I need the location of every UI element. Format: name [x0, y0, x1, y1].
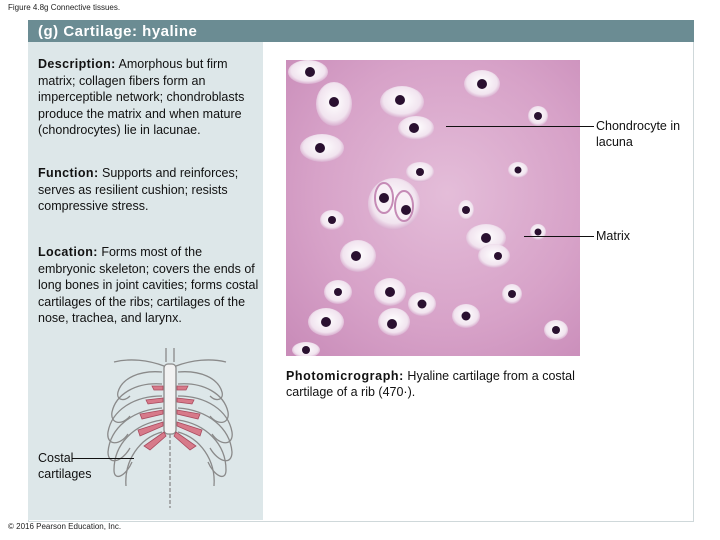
chondrocyte-leader-line	[446, 126, 594, 127]
function-text: Supports and reinforces; serves as resil…	[38, 166, 239, 213]
photomicrograph-image	[286, 60, 580, 356]
photomicrograph-caption: Photomicrograph: Hyaline cartilage from …	[286, 368, 586, 400]
chondrocyte-callout: Chondrocyte in lacuna	[596, 119, 681, 149]
panel-title-bar: (g) Cartilage: hyaline	[28, 20, 694, 42]
description-block: Description: Amorphous but firm matrix; …	[38, 56, 260, 139]
copyright-notice: © 2016 Pearson Education, Inc.	[8, 522, 122, 531]
description-label: Description:	[38, 57, 116, 71]
photomicrograph	[286, 60, 580, 356]
location-label: Location:	[38, 245, 98, 259]
photomicrograph-caption-text: Hyaline cartilage from a costal cartilag…	[286, 369, 575, 399]
description-text: Amorphous but firm matrix; collagen fibe…	[38, 57, 245, 137]
ribcage-illustration	[100, 342, 240, 510]
lacunae-cells	[288, 60, 568, 356]
figure-caption: Figure 4.8g Connective tissues.	[8, 3, 121, 12]
panel-title: (g) Cartilage: hyaline	[38, 23, 198, 40]
function-label: Function:	[38, 166, 99, 180]
function-block: Function: Supports and reinforces; serve…	[38, 165, 260, 215]
matrix-leader-line	[524, 236, 594, 237]
location-block: Location: Forms most of the embryonic sk…	[38, 244, 260, 327]
location-text: Forms most of the embryonic skeleton; co…	[38, 245, 259, 325]
photomicrograph-caption-label: Photomicrograph:	[286, 369, 404, 383]
costal-leader-line	[72, 458, 134, 459]
matrix-callout: Matrix	[596, 229, 631, 243]
costal-cartilages	[137, 385, 203, 451]
ribcage-drawing	[107, 348, 233, 508]
costal-cartilages-label: Costal cartilages	[38, 451, 92, 481]
